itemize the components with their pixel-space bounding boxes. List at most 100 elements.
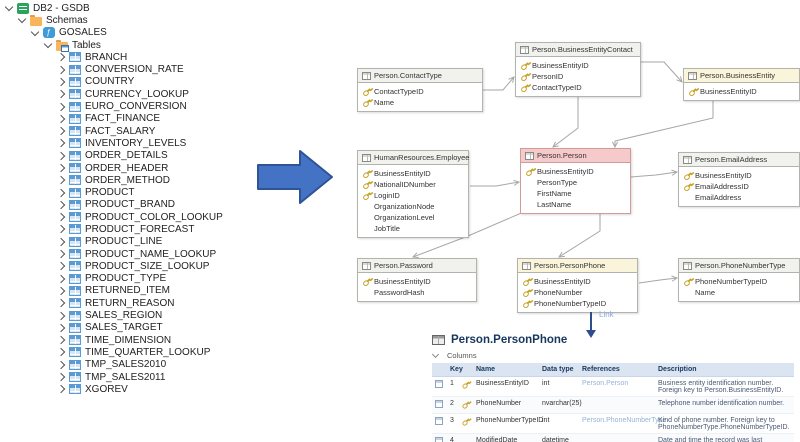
chevron-right-icon[interactable] <box>56 311 66 320</box>
chevron-down-icon[interactable] <box>30 27 40 36</box>
chevron-right-icon[interactable] <box>56 200 66 210</box>
chevron-right-icon[interactable] <box>56 274 66 283</box>
tree-item-product[interactable]: PRODUCT <box>2 186 223 198</box>
chevron-right-icon[interactable] <box>56 114 66 124</box>
tree-item-product-name-lookup[interactable]: PRODUCT_NAME_LOOKUP <box>2 248 223 260</box>
folder-icon <box>30 14 42 26</box>
chevron-right-icon[interactable] <box>56 139 66 148</box>
chevron-right-icon[interactable] <box>56 188 66 197</box>
tree-item-fact-salary[interactable]: FACT_SALARY <box>2 125 223 137</box>
chevron-right-icon[interactable] <box>56 286 66 296</box>
key-slot <box>362 288 371 297</box>
tree-item-euro-conversion[interactable]: EURO_CONVERSION <box>2 100 223 112</box>
tree-item-schemas[interactable]: Schemas <box>2 14 223 26</box>
chevron-right-icon[interactable] <box>56 360 66 369</box>
tree-item-time-dimension[interactable]: TIME_DIMENSION <box>2 334 223 346</box>
tree-item-product-forecast[interactable]: PRODUCT_FORECAST <box>2 223 223 235</box>
chevron-right-icon[interactable] <box>56 372 66 382</box>
chevron-right-icon[interactable] <box>56 163 66 173</box>
column-icon <box>435 416 443 425</box>
tree-item-label: Schemas <box>46 14 88 26</box>
reference-link[interactable]: Person.Person <box>582 379 629 387</box>
data-type-cell: int <box>539 376 579 397</box>
chevron-right-icon[interactable] <box>56 225 66 234</box>
tree-item-sales-region[interactable]: SALES_REGION <box>2 309 223 321</box>
tree-item-tmp-sales2010[interactable]: TMP_SALES2010 <box>2 359 223 371</box>
tree-item-currency-lookup[interactable]: CURRENCY_LOOKUP <box>2 88 223 100</box>
chevron-right-icon[interactable] <box>56 262 66 271</box>
tree-item-sales-target[interactable]: SALES_TARGET <box>2 322 223 334</box>
chevron-right-icon[interactable] <box>56 249 66 259</box>
tree-item-label: PRODUCT_NAME_LOOKUP <box>85 248 217 260</box>
chevron-right-icon[interactable] <box>56 102 66 111</box>
field-name: ContactTypeID <box>374 87 424 96</box>
entity-name: Person.Person <box>537 151 587 160</box>
tree-item-xgorev[interactable]: XGOREV <box>2 383 223 395</box>
tree-item-order-method[interactable]: ORDER_METHOD <box>2 174 223 186</box>
tree-item-product-color-lookup[interactable]: PRODUCT_COLOR_LOOKUP <box>2 211 223 223</box>
tree-item-order-header[interactable]: ORDER_HEADER <box>2 162 223 174</box>
tree-item-order-details[interactable]: ORDER_DETAILS <box>2 150 223 162</box>
key-ordinal-cell: 2 <box>447 396 458 414</box>
entity-name: Person.BusinessEntityContact <box>532 45 633 54</box>
tree-item-tables[interactable]: Tables <box>2 39 223 52</box>
chevron-down-icon[interactable] <box>4 2 14 12</box>
tree-item-gosales[interactable]: GOSALES <box>2 27 223 39</box>
chevron-right-icon[interactable] <box>56 385 66 394</box>
chevron-right-icon[interactable] <box>56 323 66 333</box>
tree-item-product-line[interactable]: PRODUCT_LINE <box>2 236 223 248</box>
tree-item-label: ORDER_DETAILS <box>85 150 168 162</box>
tree-item-label: PRODUCT_BRAND <box>85 199 176 211</box>
description-cell: Kind of phone number. Foreign key to Pho… <box>655 413 794 434</box>
tree-item-time-quarter-lookup[interactable]: TIME_QUARTER_LOOKUP <box>2 346 223 358</box>
chevron-right-icon[interactable] <box>56 335 66 345</box>
table-icon <box>69 212 81 223</box>
tree-item-tmp-sales2011[interactable]: TMP_SALES2011 <box>2 371 223 383</box>
tree-item-return-reason[interactable]: RETURN_REASON <box>2 297 223 309</box>
tree-item-returned-item[interactable]: RETURNED_ITEM <box>2 285 223 297</box>
table-icon <box>69 249 81 260</box>
chevron-right-icon[interactable] <box>56 176 66 185</box>
tree-item-fact-finance[interactable]: FACT_FINANCE <box>2 113 223 125</box>
tree-item-conversion-rate[interactable]: CONVERSION_RATE <box>2 63 223 75</box>
tree-item-label: CONVERSION_RATE <box>85 64 184 76</box>
chevron-down-icon[interactable] <box>43 39 53 49</box>
tree-item-branch[interactable]: BRANCH <box>2 51 223 63</box>
chevron-down-icon[interactable] <box>17 15 27 24</box>
chevron-right-icon[interactable] <box>56 212 66 222</box>
columns-section-toggle[interactable]: Columns <box>431 350 794 360</box>
tree-item-product-brand[interactable]: PRODUCT_BRAND <box>2 199 223 211</box>
tree-item-inventory-levels[interactable]: INVENTORY_LEVELS <box>2 137 223 149</box>
chevron-right-icon[interactable] <box>56 299 66 308</box>
tree-item-country[interactable]: COUNTRY <box>2 76 223 88</box>
chevron-right-icon[interactable] <box>56 348 66 357</box>
chevron-right-icon[interactable] <box>56 151 66 160</box>
tree-item-product-size-lookup[interactable]: PRODUCT_SIZE_LOOKUP <box>2 260 223 272</box>
chevron-right-icon[interactable] <box>56 77 66 87</box>
field-name: ContactTypeID <box>532 83 582 92</box>
entity-field-businessentityid: BusinessEntityID <box>362 168 464 179</box>
chevron-right-icon[interactable] <box>56 237 66 247</box>
column-icon <box>435 399 443 408</box>
entity-name: Person.PersonPhone <box>534 261 606 270</box>
key-icon <box>518 81 531 94</box>
key-icon-cell <box>458 396 473 414</box>
chevron-right-icon[interactable] <box>56 126 66 136</box>
chevron-right-icon[interactable] <box>56 53 66 62</box>
chevron-right-icon[interactable] <box>56 89 66 99</box>
reference-link[interactable]: Person.PhoneNumberType <box>582 416 667 424</box>
entity-field-persontype: PersonType <box>525 177 626 188</box>
tree-item-db2-gsdb[interactable]: DB2 - GSDB <box>2 2 223 14</box>
chevron-right-icon[interactable] <box>56 65 66 74</box>
field-name: BusinessEntityID <box>700 87 757 96</box>
tree-item-product-type[interactable]: PRODUCT_TYPE <box>2 273 223 285</box>
